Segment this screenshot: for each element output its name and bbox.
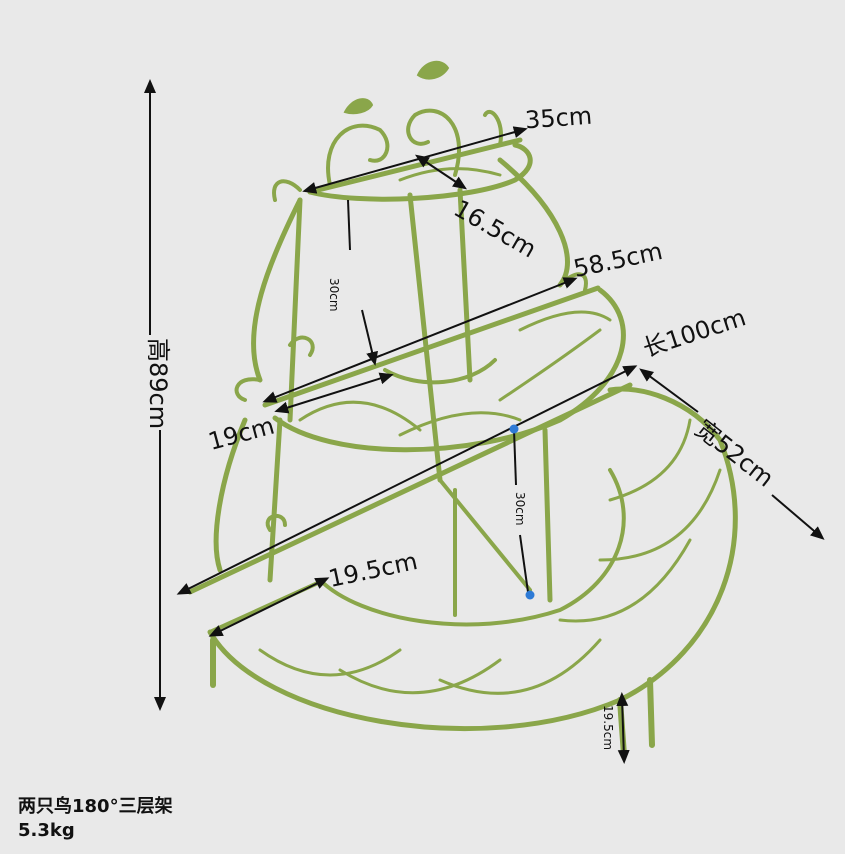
gap-marker-bottom — [525, 590, 535, 600]
label-leg-height: 19.5cm — [601, 705, 615, 751]
dimension-lines — [144, 79, 825, 764]
label-top-gap: 30cm — [327, 278, 341, 312]
product-weight: 5.3kg — [18, 820, 75, 841]
label-top-width: 35cm — [524, 101, 594, 135]
product-title: 两只鸟180°三层架 — [18, 796, 173, 817]
label-height: 高89cm — [144, 338, 172, 430]
stand-frame — [187, 60, 738, 758]
label-bottom-gap: 30cm — [513, 492, 527, 526]
gap-marker-top — [509, 424, 519, 434]
